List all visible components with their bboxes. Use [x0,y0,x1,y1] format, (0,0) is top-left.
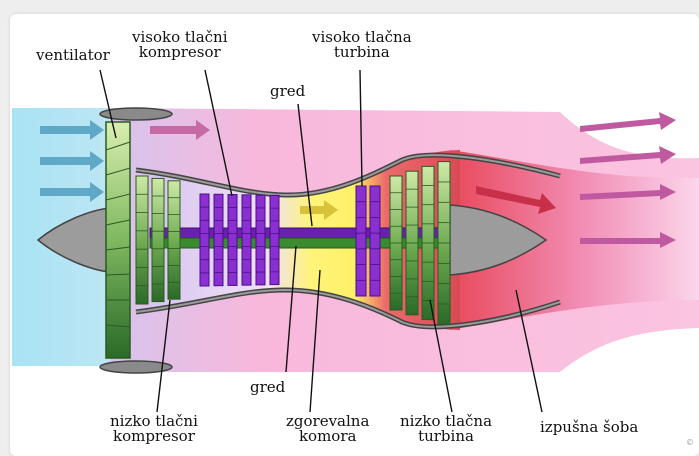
lp-comp-blade-2 [152,178,164,301]
label-combustion-chamber: zgorevalna komora [286,414,369,444]
label-shaft-top: gred [270,84,305,99]
hp-comp-blade-3 [228,195,237,286]
hp-turb-blade-2 [370,186,380,296]
label-hp-compressor: visoko tlačni kompresor [132,30,228,60]
hp-turb-blade-1 [356,186,366,296]
lp-comp-blade-3 [168,181,180,299]
label-hp-turbine: visoko tlačna turbina [312,30,412,60]
label-shaft-bottom: gred [250,380,285,395]
label-ventilator: ventilator [36,48,110,63]
corner-mark: © [686,438,694,447]
hp-comp-blade-6 [270,195,279,284]
lp-shaft [150,238,450,248]
lp-compressor-blades [136,176,180,304]
hp-shaft [150,228,450,238]
hp-comp-blade-4 [242,195,251,285]
label-lp-turbine: nizko tlačna turbina [400,414,492,444]
hp-comp-blade-2 [214,194,223,285]
label-exhaust-nozzle: izpušna šoba [540,420,638,435]
fan-blades [106,122,130,358]
label-lp-compressor: nizko tlačni kompresor [110,414,198,444]
hp-comp-blade-1 [200,194,209,286]
lp-comp-blade-1 [136,176,148,304]
hp-comp-blade-5 [256,195,265,285]
